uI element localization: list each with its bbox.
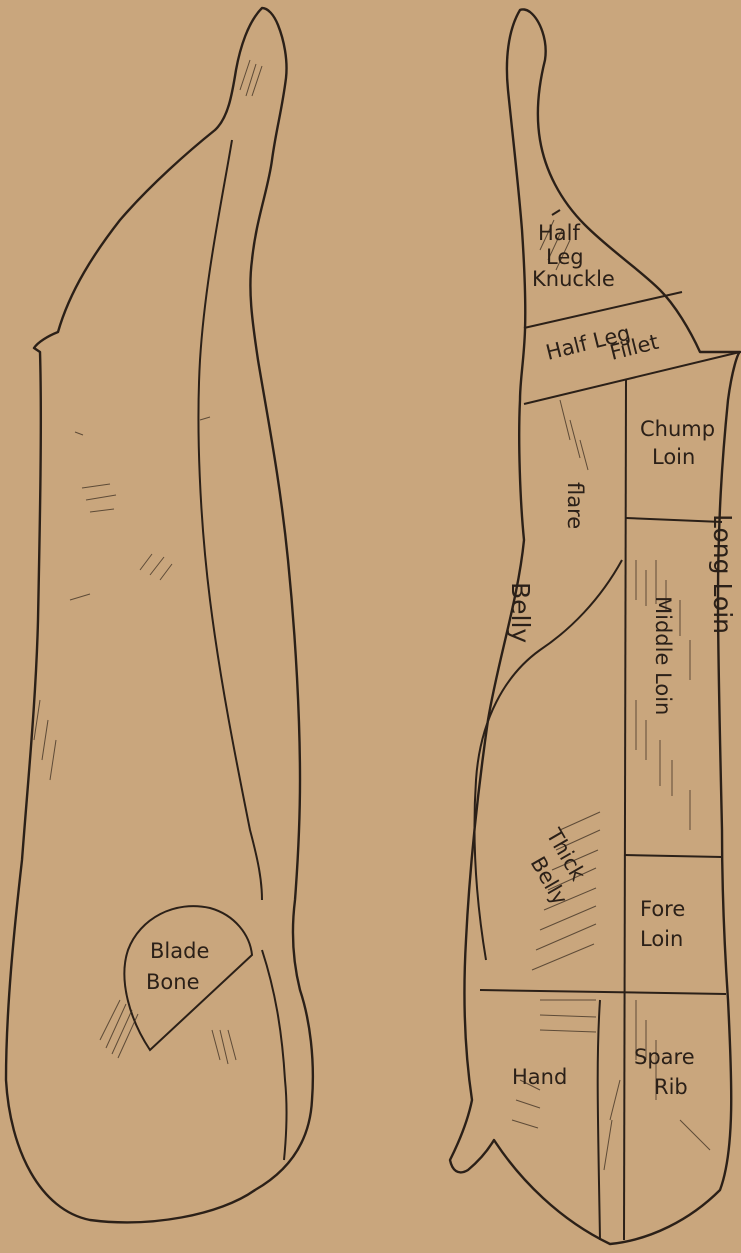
right-carcass-inner-view: Half Leg Knuckle Half Leg Fillet Chump L… — [450, 9, 740, 1244]
bone-label: Bone — [146, 970, 199, 994]
chump-label: Chump — [640, 417, 715, 441]
hand-label: Hand — [512, 1065, 567, 1089]
cut-line-chine — [624, 380, 626, 1240]
blade-label: Blade — [150, 939, 209, 963]
rib-label: Rib — [654, 1075, 688, 1099]
left-hatch-3 — [75, 60, 262, 1064]
long-loin-label: Long Loin — [708, 514, 737, 634]
fore-loin-label: Loin — [640, 927, 683, 951]
left-leg-shank — [262, 950, 287, 1160]
cut-line-fore-spare — [480, 990, 726, 994]
chump-loin-label: Loin — [652, 445, 695, 469]
flare-label: flare — [563, 482, 587, 529]
half-leg-knuckle-label-2: Leg — [546, 245, 584, 269]
rib-hatching — [512, 220, 710, 1170]
left-carcass-outer-view: Blade Bone — [6, 8, 313, 1222]
half-leg-knuckle-label-1: Half — [538, 221, 580, 245]
belly-label: Belly — [506, 582, 535, 643]
cut-line-chump-middle — [626, 518, 722, 522]
cut-line-middle-fore — [624, 855, 722, 857]
left-hatch-2 — [34, 700, 138, 1058]
middle-loin-label: Middle Loin — [651, 596, 675, 715]
half-leg-knuckle-label-3: Knuckle — [532, 267, 615, 291]
left-hatch-1 — [70, 417, 210, 600]
cut-line-knuckle-fillet — [524, 292, 682, 328]
spare-label: Spare — [634, 1045, 695, 1069]
fore-label: Fore — [640, 897, 685, 921]
right-carcass-outline — [450, 9, 740, 1244]
cut-line-half-leg-knuckle — [552, 210, 560, 215]
hand-cut-line — [598, 1000, 600, 1240]
